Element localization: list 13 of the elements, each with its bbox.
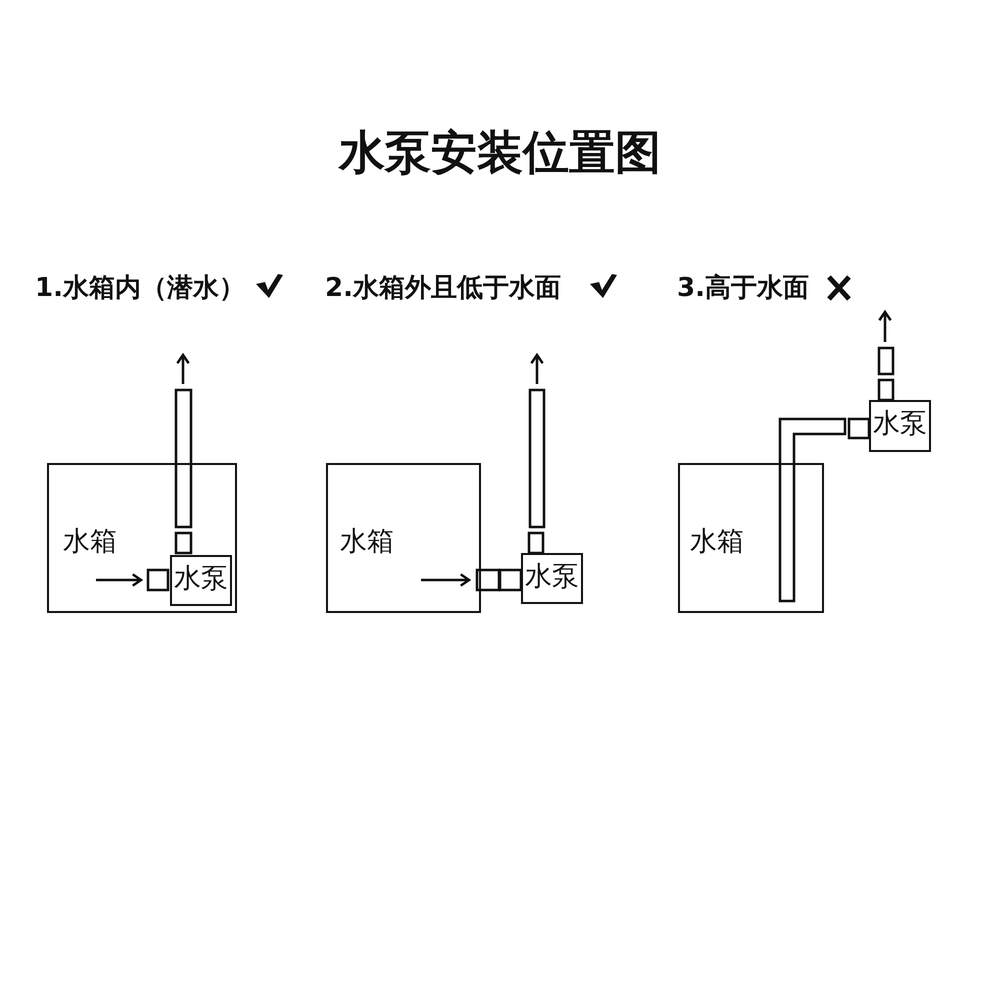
tank-box	[678, 463, 824, 613]
panel-heading: 1.水箱内（潜水）	[35, 272, 245, 305]
panel-heading: 3.高于水面	[677, 272, 809, 305]
pump-box: 水泵	[170, 555, 232, 606]
tank-box	[326, 463, 481, 613]
tank-label: 水箱	[690, 525, 744, 559]
tank-label: 水箱	[63, 525, 117, 559]
pump-box: 水泵	[869, 400, 931, 452]
pump-box: 水泵	[521, 553, 583, 604]
tank-box	[47, 463, 237, 613]
tank-label: 水箱	[340, 525, 394, 559]
panel-heading: 2.水箱外且低于水面	[325, 272, 561, 305]
title: 水泵安装位置图	[337, 124, 662, 181]
